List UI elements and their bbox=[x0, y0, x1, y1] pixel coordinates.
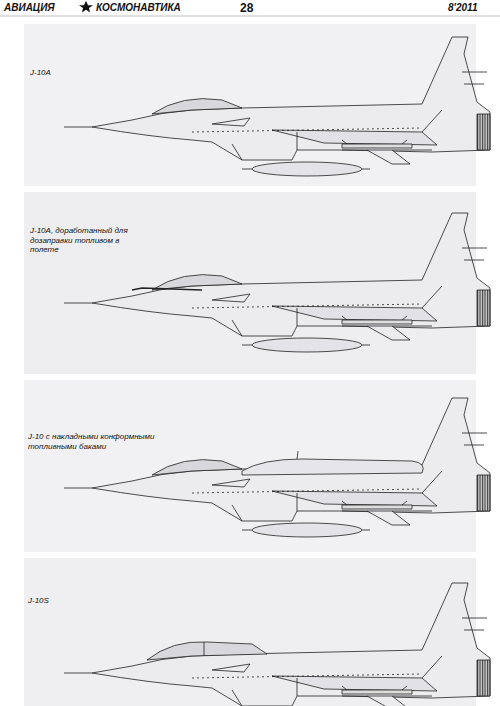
page-number: 28 bbox=[240, 1, 253, 15]
magazine-title: АВИАЦИЯ bbox=[4, 2, 55, 14]
issue-number: 8'2011 bbox=[448, 2, 477, 14]
aircraft-label: J-10A, доработанный для дозаправки топли… bbox=[30, 226, 138, 255]
header-star bbox=[79, 1, 93, 13]
jet-j10a bbox=[64, 37, 490, 176]
jet-j10a-refuel bbox=[64, 213, 490, 352]
aircraft-label: J-10A bbox=[30, 68, 51, 78]
panel bbox=[24, 380, 476, 552]
aircraft-label: J-10S bbox=[28, 596, 49, 606]
jet-j10-cft bbox=[64, 398, 490, 537]
jet-j10s bbox=[64, 583, 490, 706]
magazine-title: КОСМОНАВТИКА bbox=[96, 2, 181, 14]
aircraft-label: J-10 с накладными конформными топливными… bbox=[28, 432, 156, 451]
